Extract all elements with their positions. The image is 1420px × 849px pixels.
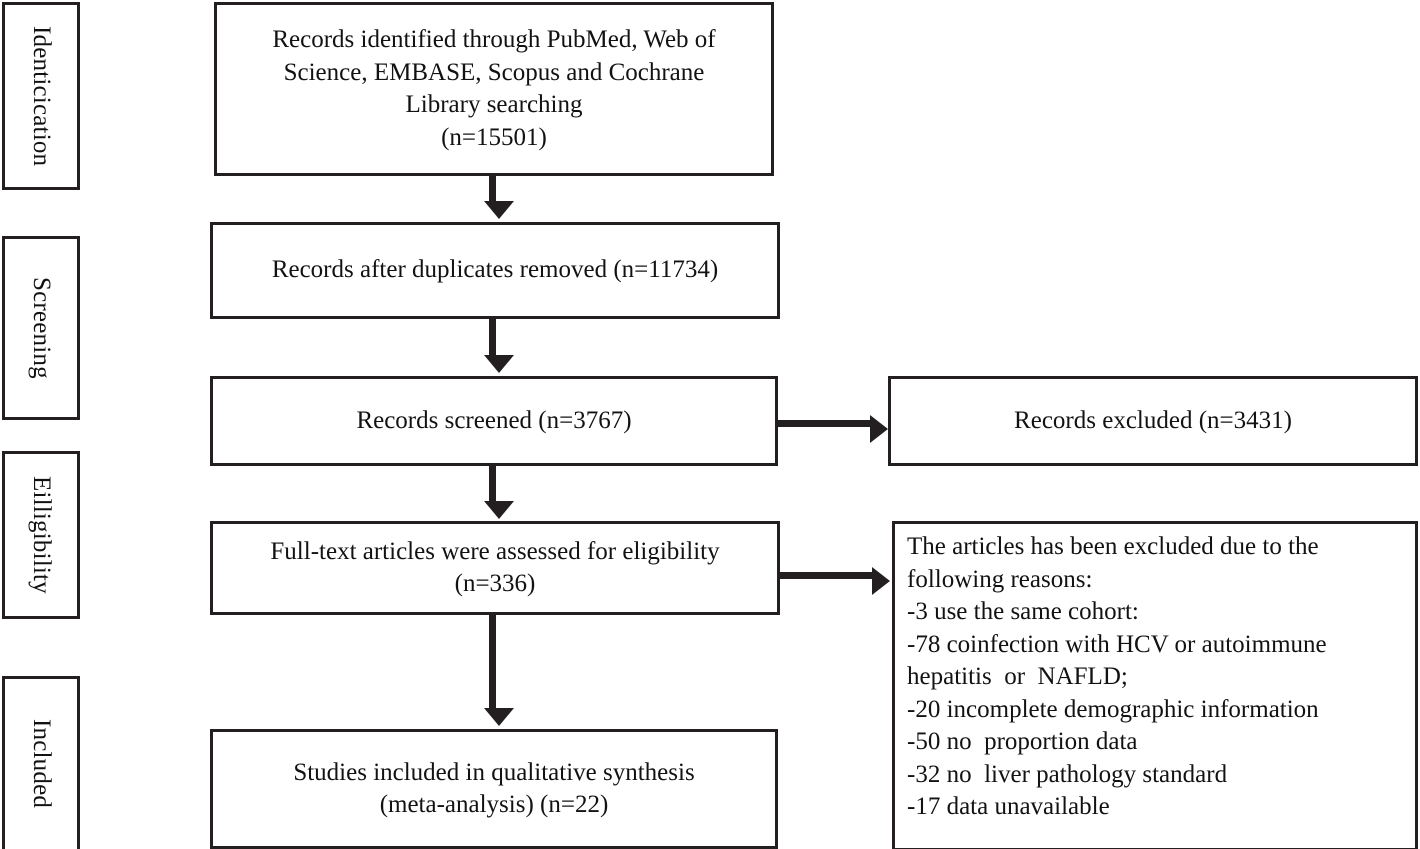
node-records-identified: Records identified through PubMed, Web o… (214, 2, 774, 176)
arrow-right-icon-screened-to-excluded (778, 415, 888, 443)
exclusion-reason-item: -78 coinfection with HCV or autoimmune (907, 630, 1327, 658)
node-fulltext-assessed: Full-text articles were assessed for eli… (210, 521, 780, 615)
exclusion-reason-item: -50 no proportion data (907, 728, 1138, 755)
stage-label-screening-text: Screening (28, 277, 55, 379)
arrow-down-icon-fulltext-to-included (484, 615, 514, 726)
arrow-down-icon-duplicates-to-screened (484, 319, 514, 373)
node-exclusion-reasons: The articles has been excluded due to th… (892, 521, 1418, 849)
exclusion-reason-item: -17 data unavailable (907, 793, 1110, 820)
stage-label-screening: Screening (2, 236, 80, 420)
node-records-screened: Records screened (n=3767) (210, 376, 778, 466)
node-records-screened-text: Records screened (n=3767) (356, 406, 632, 434)
exclusion-reasons-heading-line1: The articles has been excluded due to th… (907, 533, 1319, 560)
stage-label-eligibility: Eilligibility (2, 451, 80, 619)
stage-label-included: Included (2, 676, 80, 849)
stage-label-identification-text: Identicication (28, 25, 55, 167)
exclusion-reasons-heading-line2: following reasons: (907, 565, 1093, 593)
arrow-right-icon-fulltext-to-reasons (780, 567, 890, 595)
exclusion-reason-item: -3 use the same cohort: (907, 598, 1139, 625)
exclusion-reason-item: -32 no liver pathology standard (907, 760, 1228, 788)
node-records-identified-text: Records identified through PubMed, Web o… (272, 26, 716, 151)
stage-label-eligibility-text: Eilligibility (28, 476, 55, 594)
exclusion-reason-item: -20 incomplete demographic information (907, 695, 1319, 723)
node-studies-included: Studies included in qualitative synthesi… (210, 729, 778, 849)
exclusion-reason-item: hepatitis or NAFLD; (907, 663, 1128, 690)
stage-label-identification: Identicication (2, 2, 80, 190)
arrow-down-icon-identified-to-duplicates (484, 176, 514, 219)
node-records-after-duplicates-removed-text: Records after duplicates removed (n=1173… (271, 256, 719, 284)
node-records-excluded-text: Records excluded (n=3431) (1014, 406, 1292, 434)
node-records-excluded: Records excluded (n=3431) (888, 376, 1418, 466)
arrow-down-icon-screened-to-fulltext (484, 466, 514, 519)
node-records-after-duplicates-removed: Records after duplicates removed (n=1173… (210, 222, 780, 319)
stage-label-included-text: Included (28, 719, 55, 809)
node-fulltext-assessed-text: Full-text articles were assessed for eli… (270, 537, 720, 598)
node-studies-included-text: Studies included in qualitative synthesi… (293, 758, 695, 819)
